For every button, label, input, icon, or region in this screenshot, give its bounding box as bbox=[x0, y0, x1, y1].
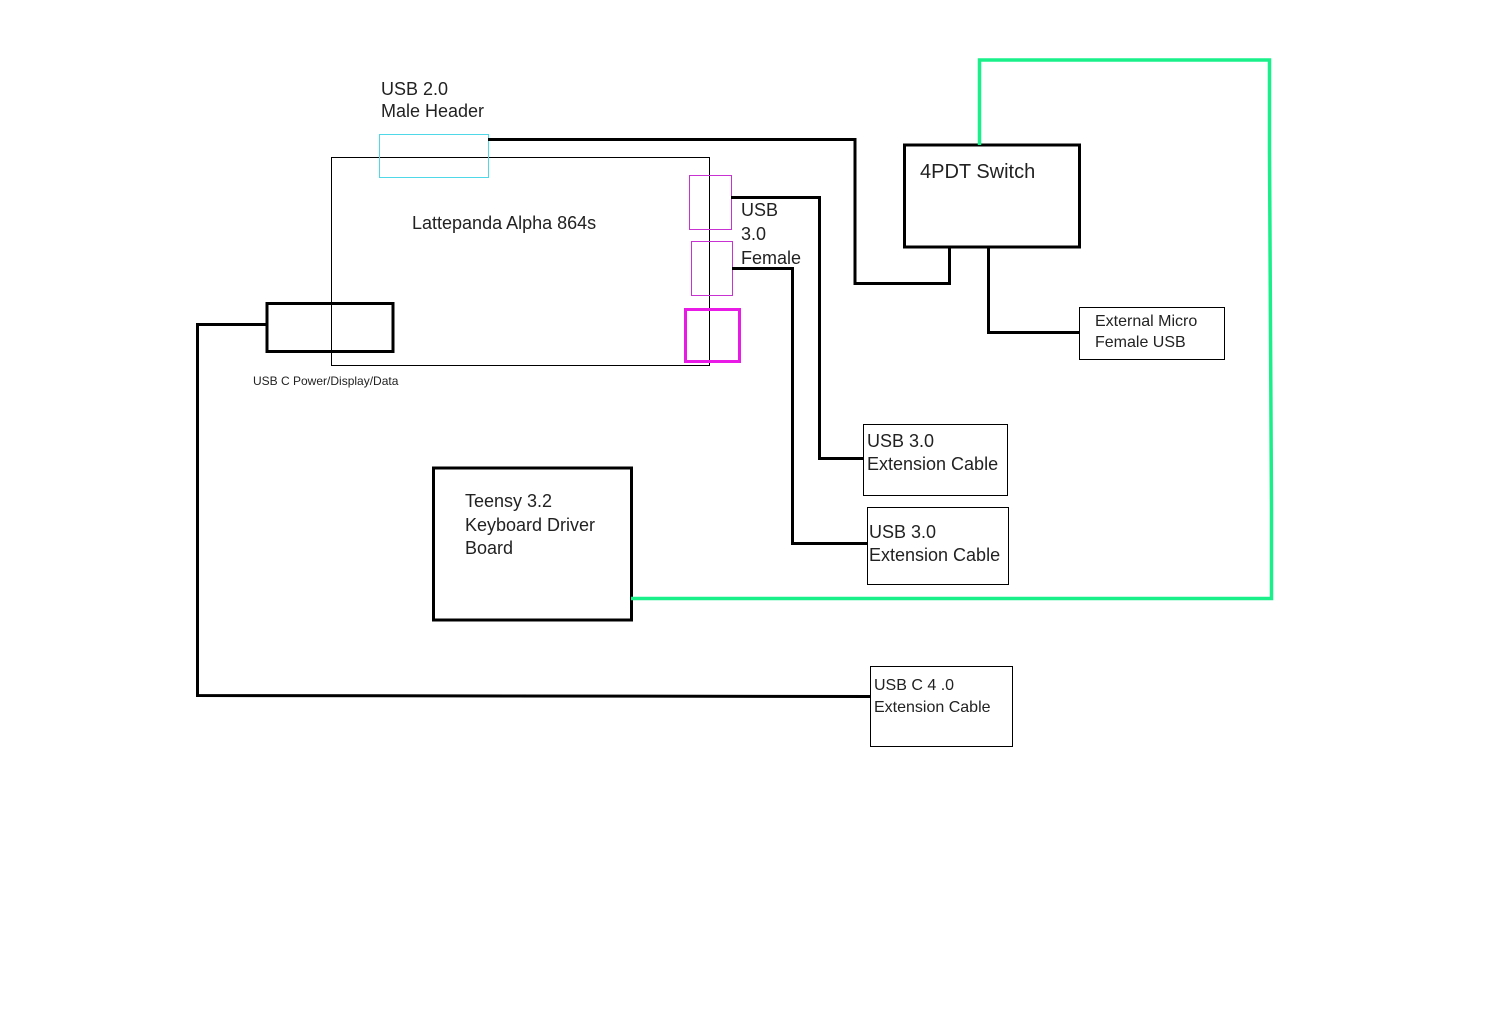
usb2-header-label: USB 2.0 Male Header bbox=[381, 79, 484, 122]
usb-c4-cable-label-line-1: USB C 4 .0 bbox=[874, 677, 955, 694]
usb-c4-ext-cable-box bbox=[870, 666, 1013, 747]
teensy-label-line-3: Board bbox=[465, 538, 514, 558]
teensy-label-line-2: Keyboard Driver bbox=[465, 514, 596, 535]
ext-cable-2-label-line-1: USB 3.0 bbox=[869, 522, 937, 542]
usb2-header-label-line-1: USB 2.0 bbox=[381, 79, 449, 99]
ext-cable-1-label-line-2: Extension Cable bbox=[867, 454, 999, 474]
usb3-female-label-line-1: USB bbox=[741, 200, 779, 220]
usb-c4-cable-label: USB C 4 .0 Extension Cable bbox=[874, 675, 991, 719]
switch-label: 4PDT Switch bbox=[920, 160, 1035, 184]
wire-usb3-port2-to-cable2 bbox=[732, 267, 868, 545]
board-label-text: Lattepanda Alpha 864s bbox=[412, 213, 597, 233]
ext-cable-2-label: USB 3.0 Extension Cable bbox=[869, 521, 1000, 567]
usb-c-port-label: USB C Power/Display/Data bbox=[253, 374, 398, 388]
wire-teensy-to-switch bbox=[631, 58, 1274, 601]
external-micro-label: External Micro Female USB bbox=[1095, 311, 1197, 353]
teensy-label: Teensy 3.2 Keyboard Driver Board bbox=[465, 490, 595, 561]
usb2-header-label-line-2: Male Header bbox=[381, 100, 485, 121]
wire-switch-to-micro-usb bbox=[987, 247, 1080, 334]
usb3-port-bold bbox=[684, 308, 741, 363]
usb2-male-header bbox=[379, 134, 489, 178]
wire-usbc-to-c4-cable bbox=[196, 323, 872, 698]
ext-cable-1-label: USB 3.0 Extension Cable bbox=[867, 430, 998, 476]
usb3-female-port-2 bbox=[691, 241, 733, 296]
teensy-label-line-1: Teensy 3.2 bbox=[465, 491, 553, 511]
ext-cable-1-label-line-1: USB 3.0 bbox=[867, 431, 935, 451]
switch-label-text: 4PDT Switch bbox=[920, 161, 1036, 183]
usb-c-port-label-text: USB C Power/Display/Data bbox=[253, 374, 399, 388]
usb-c-port bbox=[265, 302, 395, 353]
usb3-female-label-line-2: 3.0 bbox=[741, 224, 767, 244]
board-label: Lattepanda Alpha 864s bbox=[412, 213, 596, 235]
wire-usb3-port1-to-cable1 bbox=[731, 196, 864, 460]
usb3-ext-cable-box-2 bbox=[867, 507, 1009, 585]
lattepanda-board bbox=[331, 157, 710, 366]
usb3-female-label: USB 3.0 Female bbox=[741, 198, 801, 270]
ext-cable-2-label-line-2: Extension Cable bbox=[869, 545, 1001, 565]
external-micro-label-line-1: External Micro bbox=[1095, 313, 1198, 330]
usb3-female-port-1 bbox=[689, 175, 732, 230]
teensy-box bbox=[432, 466, 633, 622]
usb3-female-label-line-3: Female bbox=[741, 248, 802, 268]
usb-c4-cable-label-line-2: Extension Cable bbox=[874, 699, 991, 716]
external-micro-label-line-2: Female USB bbox=[1095, 334, 1186, 351]
wire-usb2-to-switch bbox=[488, 138, 951, 285]
switch-box bbox=[903, 143, 1081, 249]
